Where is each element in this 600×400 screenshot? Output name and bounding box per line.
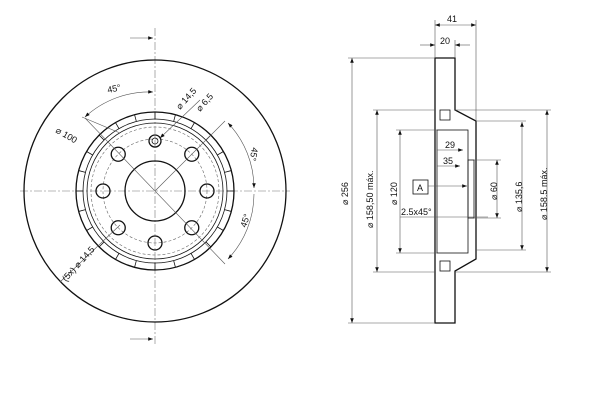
vent-groove-bottom: [439, 260, 451, 272]
depth-29-label: 29: [445, 140, 455, 150]
vent-line: [115, 122, 120, 129]
angle-lower-right-label: 45°: [238, 212, 252, 228]
center-bore-dia-label: ⌀ 60: [489, 182, 499, 200]
locating-pin-hole-outer: [148, 134, 162, 148]
vent-line: [86, 226, 93, 231]
thickness-20-label: 20: [440, 36, 450, 46]
vent-line: [98, 134, 105, 141]
bolt-hole: [110, 146, 126, 162]
angle-right-label: 45°: [248, 147, 260, 163]
front-view: 45° ⌀ 14,5 ⌀ 6,5 ⌀ 100 45° 45° (5x) ⌀ 14…: [20, 28, 290, 345]
bolt-circle: [102, 138, 208, 244]
vent-line: [78, 170, 86, 173]
bolt-hole: [147, 235, 163, 251]
width-41-label: 41: [447, 14, 457, 24]
datum-box: [412, 179, 429, 195]
center-bore: [124, 160, 186, 222]
bolt-circle-label: ⌀ 100: [54, 125, 79, 145]
vent-line: [115, 253, 120, 260]
outer-disc-edge: [23, 59, 287, 323]
cooling-vents: [76, 112, 234, 270]
bolt-hole: [184, 220, 200, 236]
bolt-hole: [184, 146, 200, 162]
center-bore-section: [467, 159, 475, 219]
dashed-circle: [90, 126, 220, 256]
bolt-hole: [95, 183, 111, 199]
vent-line: [205, 241, 212, 248]
vent-line: [190, 122, 195, 129]
vent-line: [173, 260, 176, 268]
vent-line: [217, 151, 224, 156]
chamfer-label: 2.5x45°: [401, 207, 432, 217]
locating-pin-hole-inner: [151, 137, 159, 145]
vent-line: [134, 114, 137, 122]
hat-outer-dia-label: ⌀ 135,6: [514, 182, 524, 212]
vent-line: [224, 209, 232, 212]
vent-groove-top: [439, 109, 451, 121]
vent-line: [86, 151, 93, 156]
outer-dia-label: ⌀ 256: [340, 182, 350, 205]
bolt-hole: [110, 220, 126, 236]
pin-dia-label: ⌀ 6,5: [194, 91, 215, 113]
bolt-holes: [95, 146, 215, 251]
vent-line: [217, 226, 224, 231]
depth-35-label: 35: [443, 156, 453, 166]
vent-line: [173, 114, 176, 122]
side-view: 41 20 ⌀ 256 ⌀ 158,50 máx. ⌀ 120 29 35 A …: [340, 14, 551, 324]
hub-ring-inner: [86, 122, 224, 260]
inner-max-dia-left-label: ⌀ 158,50 máx.: [365, 171, 375, 228]
bolt-holes-label: (5x) ⌀ 14,5: [60, 244, 96, 283]
vent-line: [190, 253, 195, 260]
disc-section: [434, 57, 477, 324]
bolt-hole: [199, 183, 215, 199]
inner-max-dia-right-label: ⌀ 158.5 máx.: [539, 168, 549, 220]
vent-line: [134, 260, 137, 268]
vent-line: [98, 241, 105, 248]
hat-dia-label: ⌀ 120: [389, 182, 399, 205]
vent-line: [224, 170, 232, 173]
datum-label: A: [417, 183, 423, 193]
vent-line: [78, 209, 86, 212]
angle-top-label: 45°: [106, 82, 122, 95]
